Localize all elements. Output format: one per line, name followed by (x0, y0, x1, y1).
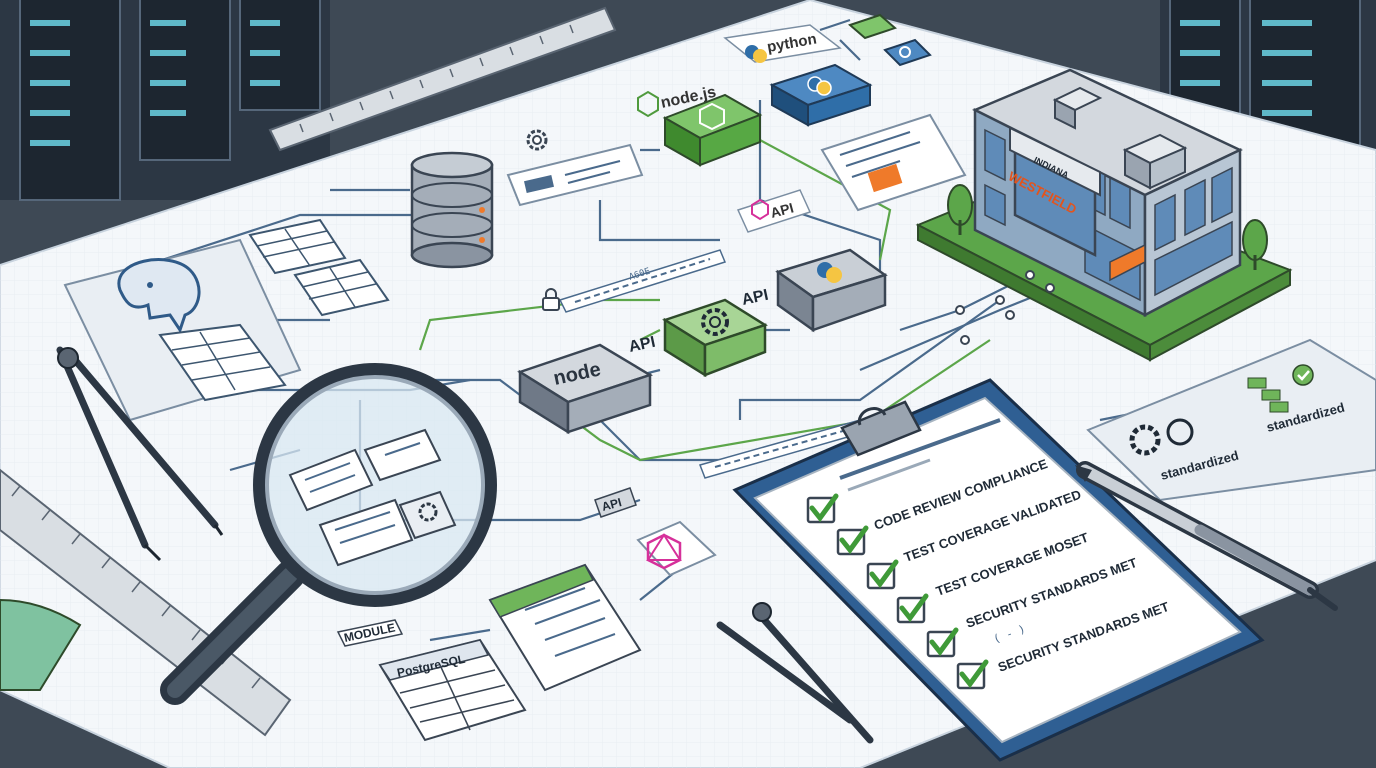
connection-nodes (955, 270, 1055, 345)
westfield-building: WESTFIELD INDIANA (915, 68, 1293, 362)
python-logo: python (723, 24, 842, 63)
schema-table-1 (248, 218, 347, 275)
compass-icon (56, 346, 224, 562)
gear-service-box (662, 298, 768, 378)
svg-text:API: API (769, 199, 796, 220)
database-icon (410, 151, 494, 269)
server-rack-left (0, 0, 330, 201)
api-label-center: API (627, 334, 657, 356)
lock-icon (542, 288, 560, 311)
node-service-box: node (517, 343, 653, 435)
graphql-icon (636, 520, 717, 577)
small-module-icons (848, 13, 932, 67)
document-card (820, 113, 967, 212)
clipboard-icon (732, 378, 1265, 762)
api-badge-top: API (736, 189, 812, 233)
checkmark-icon (839, 525, 869, 555)
postgresql-panel (63, 238, 302, 422)
magnifier-icon (160, 363, 497, 705)
python-service-box (775, 248, 888, 333)
postgresql-card: PostgreSQL (378, 638, 527, 742)
schema-table-2 (293, 258, 390, 317)
flow-icon (1247, 364, 1314, 413)
python-module-box (769, 63, 873, 127)
pen-icon (1075, 461, 1338, 611)
svg-text:API: API (600, 495, 623, 514)
compass-bottom (716, 602, 874, 744)
data-table-icon (158, 323, 287, 402)
gear-icon (1129, 424, 1161, 456)
dashed-bus: A60E (558, 249, 867, 479)
ruler-top (268, 6, 617, 152)
standardized-panel: standardized standardized (1086, 338, 1376, 502)
editor-window-card (488, 563, 642, 692)
checkmark-icon (959, 659, 989, 689)
api-badge-bottom: API (594, 487, 637, 518)
checkmark-icon (869, 559, 899, 589)
gear-icon (526, 129, 548, 151)
protractor-edge (0, 598, 82, 691)
checklist-item (926, 627, 959, 658)
checkmark-icon (809, 493, 839, 523)
nodejs-module-box (662, 93, 763, 167)
postgresql-elephant-icon (117, 258, 201, 334)
config-card (506, 143, 644, 207)
api-label-right: API (740, 287, 770, 309)
checkmark-icon (899, 593, 929, 623)
checkmark-icon (929, 627, 959, 657)
